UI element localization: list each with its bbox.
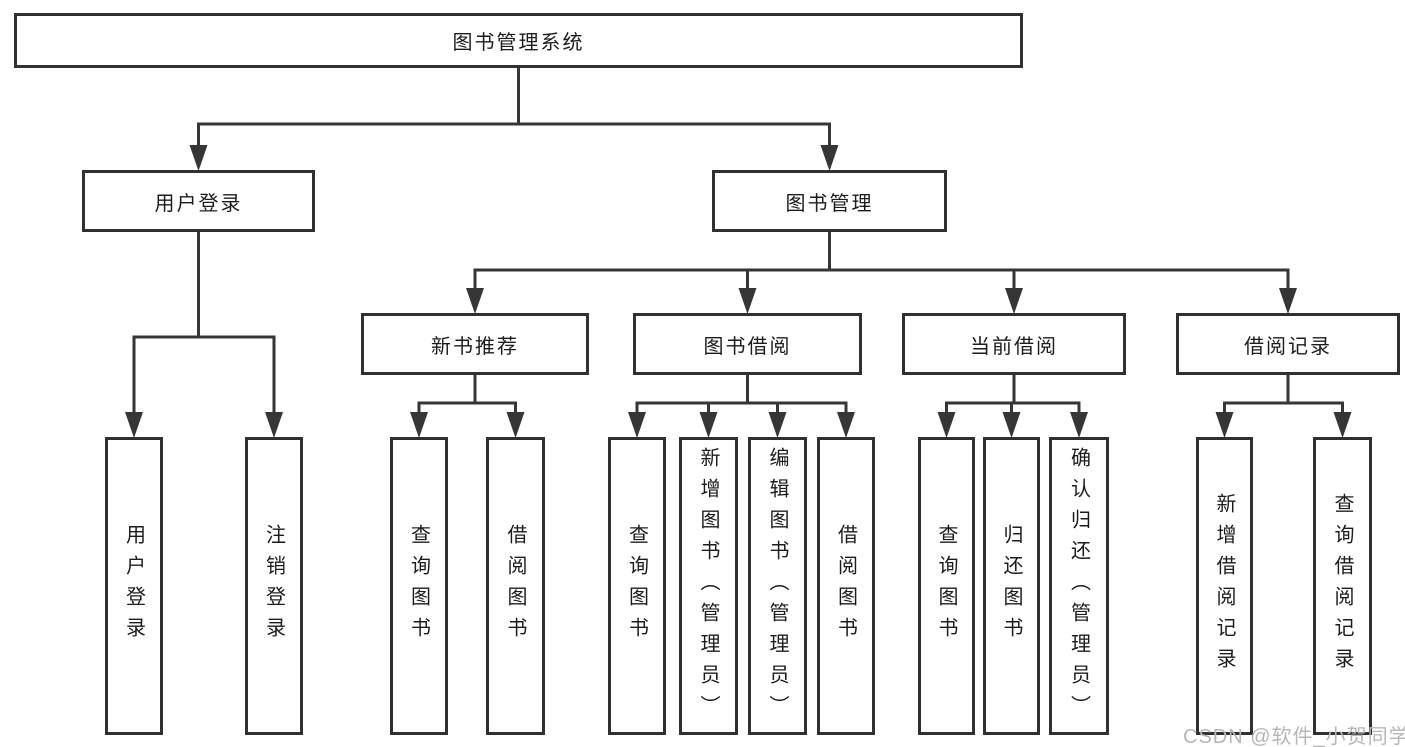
- leaf-add-book-label: 新增图书（管理员）: [697, 446, 719, 726]
- leaf-edit-book: 编辑图书（管理员）: [748, 437, 807, 735]
- leaf-user-login-label: 用户登录: [122, 524, 145, 648]
- node-current-borrow-label: 当前借阅: [970, 335, 1058, 358]
- leaf-query-book-3-label: 查询图书: [935, 524, 957, 648]
- leaf-return-book: 归还图书: [983, 437, 1040, 735]
- node-book-borrow: 图书借阅: [633, 313, 862, 375]
- leaf-query-book-2: 查询图书: [608, 437, 666, 735]
- leaf-add-record-label: 新增借阅记录: [1213, 493, 1235, 679]
- leaf-query-book-2-label: 查询图书: [625, 524, 648, 648]
- leaf-query-record-label: 查询借阅记录: [1331, 493, 1353, 679]
- leaf-query-book-1-label: 查询图书: [407, 524, 430, 648]
- node-new-book-rec-label: 新书推荐: [431, 335, 519, 358]
- node-current-borrow: 当前借阅: [902, 313, 1126, 375]
- node-book-borrow-label: 图书借阅: [703, 335, 792, 358]
- leaf-add-book: 新增图书（管理员）: [679, 437, 738, 735]
- leaf-return-book-label: 归还图书: [1000, 524, 1022, 648]
- node-root: 图书管理系统: [14, 13, 1023, 68]
- node-borrow-records: 借阅记录: [1176, 313, 1400, 375]
- node-book-mgmt-label: 图书管理: [785, 192, 874, 215]
- leaf-confirm-return: 确认归还（管理员）: [1049, 437, 1109, 735]
- leaf-add-record: 新增借阅记录: [1196, 437, 1253, 735]
- node-new-book-rec: 新书推荐: [361, 313, 589, 375]
- leaf-borrow-book-1: 借阅图书: [486, 437, 545, 735]
- node-root-label: 图书管理系统: [452, 32, 585, 54]
- leaf-confirm-return-label: 确认归还（管理员）: [1067, 446, 1090, 726]
- node-book-mgmt: 图书管理: [712, 170, 947, 232]
- leaf-logout: 注销登录: [245, 437, 303, 735]
- leaf-borrow-book-2: 借阅图书: [817, 437, 875, 735]
- leaf-borrow-book-2-label: 借阅图书: [834, 524, 857, 648]
- leaf-logout-label: 注销登录: [262, 524, 285, 648]
- leaf-query-book-3: 查询图书: [918, 437, 975, 735]
- node-borrow-records-label: 借阅记录: [1244, 335, 1332, 358]
- watermark: CSDN @软件_小贺同学: [1183, 726, 1405, 747]
- leaf-query-book-1: 查询图书: [390, 437, 448, 735]
- node-user-login: 用户登录: [82, 170, 315, 232]
- leaf-edit-book-label: 编辑图书（管理员）: [766, 446, 788, 726]
- leaf-borrow-book-1-label: 借阅图书: [504, 524, 526, 648]
- leaf-query-record: 查询借阅记录: [1313, 437, 1372, 735]
- leaf-user-login: 用户登录: [105, 437, 163, 735]
- node-user-login-label: 用户登录: [154, 192, 243, 215]
